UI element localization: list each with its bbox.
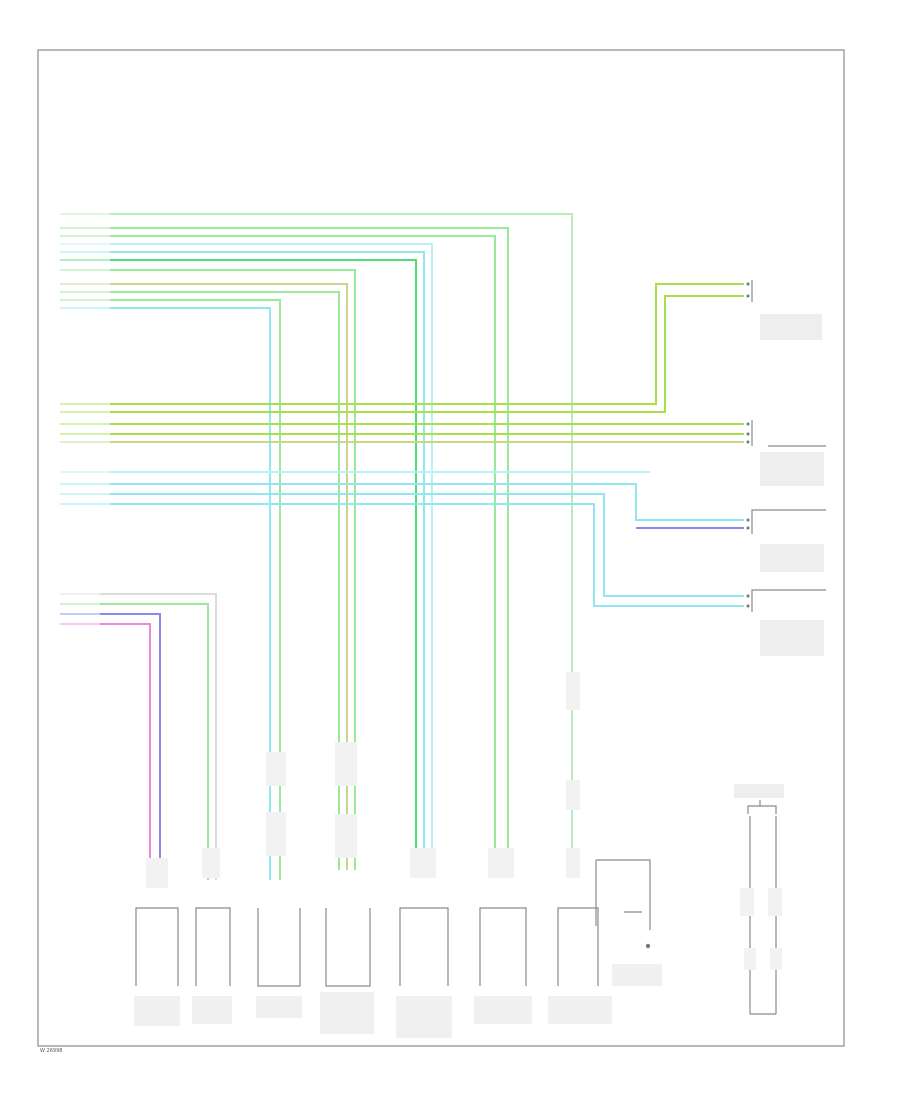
wire-24 bbox=[60, 613, 161, 880]
pin-dot bbox=[746, 282, 750, 286]
module-caption bbox=[192, 996, 232, 1024]
inline-connector-c11 bbox=[566, 848, 580, 878]
module-2 bbox=[195, 907, 231, 986]
pin-dot bbox=[746, 594, 750, 598]
component-edge bbox=[751, 509, 826, 534]
wire-13 bbox=[60, 295, 744, 413]
module-7 bbox=[557, 907, 599, 986]
left-wire-labels bbox=[56, 212, 110, 628]
inline-connector-c5 bbox=[566, 672, 580, 710]
inline-connector-c4 bbox=[335, 814, 357, 858]
component-label-block bbox=[760, 314, 822, 340]
module-9-connector bbox=[744, 948, 756, 970]
wire-5 bbox=[60, 251, 425, 870]
module-1 bbox=[135, 907, 179, 986]
inline-connector-c6 bbox=[566, 780, 580, 810]
wire-1 bbox=[60, 213, 573, 860]
wire-7 bbox=[60, 269, 356, 870]
module-captions bbox=[134, 964, 662, 1038]
inline-connectors bbox=[146, 672, 580, 888]
module-caption bbox=[134, 996, 180, 1026]
pin-dot bbox=[746, 294, 750, 298]
wire-label-column-lower bbox=[56, 592, 100, 628]
pin-dot bbox=[746, 432, 750, 436]
wire-label-column-top bbox=[56, 212, 110, 312]
pin-dot bbox=[746, 422, 750, 426]
wire-6 bbox=[60, 259, 417, 870]
right-component-4 bbox=[746, 589, 826, 656]
wire-20 bbox=[60, 493, 744, 597]
wire-18 bbox=[60, 483, 744, 521]
right-component-2 bbox=[746, 420, 826, 486]
inline-connector-c1 bbox=[266, 752, 286, 786]
module-caption bbox=[320, 992, 374, 1034]
module-4 bbox=[325, 908, 371, 987]
wire-group-cyan-bus bbox=[60, 471, 744, 607]
wire-4 bbox=[60, 243, 433, 870]
module-3 bbox=[257, 908, 301, 987]
inline-connector-c7 bbox=[410, 848, 436, 878]
component-edge bbox=[751, 589, 826, 612]
inline-connector-c10 bbox=[202, 848, 220, 878]
component-label-block bbox=[760, 544, 824, 572]
module-caption bbox=[396, 996, 452, 1038]
wire-12 bbox=[60, 283, 744, 405]
component-label-block bbox=[760, 620, 824, 656]
wire-8 bbox=[60, 283, 348, 870]
wire-3 bbox=[60, 235, 496, 870]
pin-dot bbox=[746, 604, 750, 608]
module-caption bbox=[474, 996, 532, 1024]
module-5 bbox=[399, 907, 449, 986]
switch-wire bbox=[596, 859, 651, 930]
pin-dot bbox=[746, 518, 750, 522]
module-6 bbox=[479, 907, 527, 986]
bottom-modules bbox=[135, 784, 784, 1015]
wire-21 bbox=[60, 503, 744, 607]
wire-9 bbox=[60, 291, 340, 870]
module-9-connector bbox=[768, 888, 782, 916]
wire-22 bbox=[60, 593, 217, 880]
pin-dot bbox=[746, 440, 750, 444]
wire-2 bbox=[60, 227, 509, 870]
wire-11 bbox=[60, 307, 271, 880]
module-caption bbox=[548, 996, 612, 1024]
pin-dot bbox=[746, 526, 750, 530]
inline-connector-c9 bbox=[146, 858, 168, 888]
module-9-label-block bbox=[734, 784, 784, 798]
inline-connector-c3 bbox=[266, 812, 286, 856]
ground-dot bbox=[645, 943, 651, 949]
wire-label-column-mid bbox=[56, 402, 110, 446]
module-caption bbox=[612, 964, 662, 986]
inline-connector-c8 bbox=[488, 848, 514, 878]
wire-23 bbox=[60, 603, 209, 880]
footer-code: W 26998 bbox=[40, 1048, 62, 1054]
module-9-top bbox=[747, 805, 777, 814]
wire-25 bbox=[60, 623, 151, 880]
right-component-1 bbox=[746, 280, 822, 340]
module-9-connector bbox=[740, 888, 754, 916]
wire-group-lower-left bbox=[60, 593, 217, 880]
diagram-frame bbox=[37, 49, 845, 1047]
wire-10 bbox=[60, 299, 281, 880]
module-caption bbox=[256, 996, 302, 1018]
inline-connector-c2 bbox=[335, 742, 357, 786]
component-label-block bbox=[760, 452, 824, 486]
module-9-connector bbox=[770, 948, 782, 970]
wire-group-right-bus bbox=[60, 283, 744, 443]
right-component-3 bbox=[746, 509, 826, 572]
wire-group-top-cluster bbox=[60, 213, 573, 880]
wire-label-column-cyan bbox=[56, 470, 110, 508]
